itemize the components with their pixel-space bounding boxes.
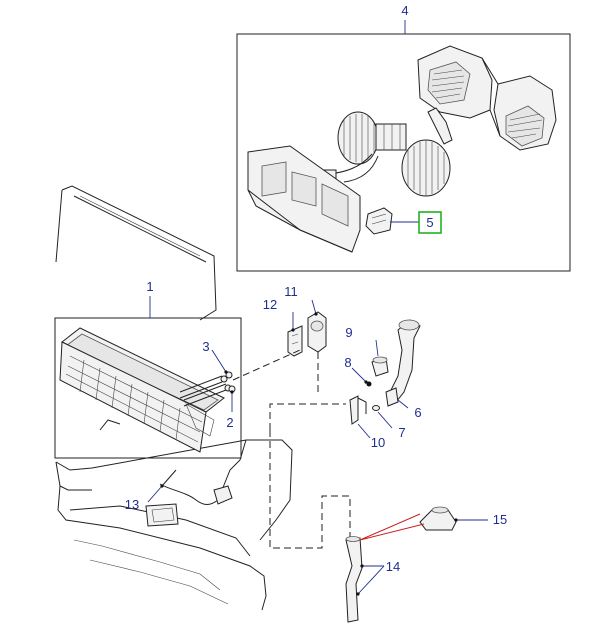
callout-13[interactable]: 13 xyxy=(125,497,139,512)
heater-case xyxy=(55,185,293,611)
callout-4[interactable]: 4 xyxy=(401,3,408,18)
blower-lower-housing xyxy=(247,145,361,253)
o-ring-3 xyxy=(225,371,233,379)
callout-6[interactable]: 6 xyxy=(414,405,421,420)
clip-10 xyxy=(349,395,367,425)
blower-resistor xyxy=(365,207,393,235)
leader-dots xyxy=(160,312,458,596)
inset-frame-blower xyxy=(236,33,571,272)
grommet-15 xyxy=(419,506,457,531)
callout-11[interactable]: 11 xyxy=(284,284,298,299)
callout-14[interactable]: 14 xyxy=(386,559,400,574)
leader-lines xyxy=(147,20,488,595)
callout-9[interactable]: 9 xyxy=(345,325,352,340)
callout-5-highlight[interactable] xyxy=(418,211,442,234)
callout-1[interactable]: 1 xyxy=(146,279,153,294)
assembly-lines xyxy=(232,349,351,549)
washer-7 xyxy=(372,405,380,411)
callout-8[interactable]: 8 xyxy=(344,355,351,370)
heater-valve-11 xyxy=(307,311,327,353)
callout-3[interactable]: 3 xyxy=(202,339,209,354)
drain-tube-14 xyxy=(345,536,363,623)
callout-5[interactable]: 5 xyxy=(426,215,433,230)
inset-frame-matrix xyxy=(54,317,242,459)
blower-clamp-strap xyxy=(427,107,453,145)
callout-15[interactable]: 15 xyxy=(493,512,507,527)
callout-7[interactable]: 7 xyxy=(398,425,405,440)
callout-labels: 4 5 1 3 2 12 11 9 8 6 7 10 13 15 14 xyxy=(125,3,507,574)
grommet-9 xyxy=(371,356,389,377)
heater-matrix-inset xyxy=(54,317,242,459)
callout-10[interactable]: 10 xyxy=(371,435,385,450)
blower-housing-shell xyxy=(417,45,557,151)
callout-2[interactable]: 2 xyxy=(226,415,233,430)
pointer-15 xyxy=(359,513,425,541)
temperature-sensor-13 xyxy=(159,469,233,505)
callout-12[interactable]: 12 xyxy=(263,297,277,312)
bracket-12 xyxy=(287,325,303,357)
blower-motor-fans xyxy=(337,111,451,197)
hose-6 xyxy=(385,319,421,407)
blower-assembly-inset xyxy=(236,33,571,272)
screw-8 xyxy=(366,381,372,387)
